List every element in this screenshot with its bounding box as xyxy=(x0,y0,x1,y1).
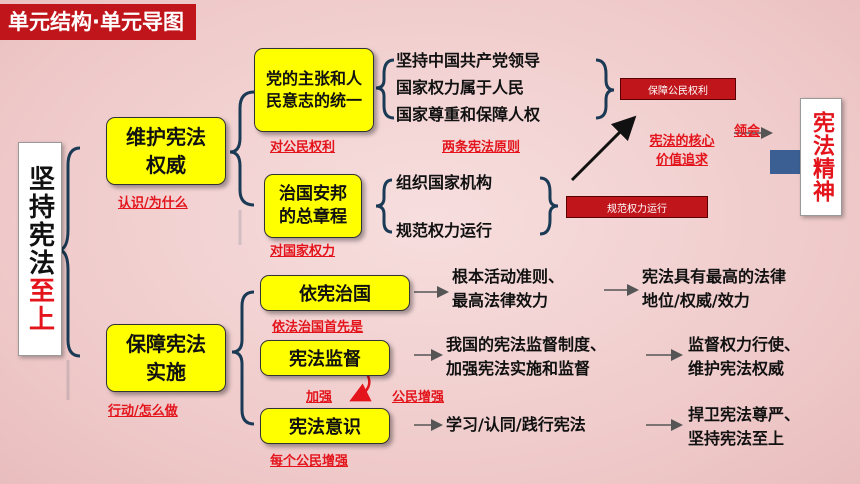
branch1-note: 认识/为什么 xyxy=(118,196,188,211)
tag-regulate-power: 规范权力运行 xyxy=(566,196,708,218)
row2-end-line1: 监督权力行使、 xyxy=(688,335,801,354)
principles-brace xyxy=(375,58,395,120)
node-general-charter: 治国安邦的总章程 xyxy=(264,174,362,238)
supervision-note-right: 公民增强 xyxy=(392,390,445,405)
core-value-arrow xyxy=(570,115,637,182)
row3-end-line2: 坚持宪法至上 xyxy=(688,429,785,448)
root-text-highlight: 至上 xyxy=(24,277,55,333)
core-value-note: 宪法的核心价值追求 xyxy=(649,134,715,168)
constitutional-spirit: 宪法精神 xyxy=(800,98,842,216)
principle-1: 坚持中国共产党领导 xyxy=(396,51,541,70)
comprehend-label: 领会 xyxy=(734,124,761,139)
powers-right-brace xyxy=(539,176,559,236)
power-organize: 组织国家机构 xyxy=(396,173,493,192)
power-regulate: 规范权力运行 xyxy=(396,221,493,240)
row2-mid-line1: 我国的宪法监督制度、 xyxy=(446,335,607,354)
row3-end-line1: 捍卫宪法尊严、 xyxy=(688,405,801,424)
root-text-main: 坚持宪法 xyxy=(24,165,55,277)
awareness-note: 每个公民增强 xyxy=(270,454,349,469)
rule-by-const-note: 依法治国首先是 xyxy=(272,320,364,335)
row1-mid-line2: 最高法律效力 xyxy=(452,291,549,310)
slide-title: 单元结构·单元导图 xyxy=(0,4,196,40)
row2-end-line2: 维护宪法权威 xyxy=(688,359,785,378)
root-node: 坚持宪法 至上 xyxy=(18,142,62,356)
principle-3: 国家尊重和保障人权 xyxy=(396,105,541,124)
principle-2: 国家权力属于人民 xyxy=(396,78,525,97)
node-constitutional-awareness: 宪法意识 xyxy=(260,408,390,444)
branch1-brace xyxy=(229,90,255,207)
row2-mid-line2: 加强宪法实施和监督 xyxy=(446,359,591,378)
node-party-note: 对公民权利 xyxy=(270,140,336,155)
row1-end-line2: 地位/权威/效力 xyxy=(642,291,750,310)
node-govern-note: 对国家权力 xyxy=(270,244,336,259)
principles-right-brace xyxy=(595,58,615,120)
branch2-brace xyxy=(231,290,255,426)
principles-note: 两条宪法原则 xyxy=(442,140,521,155)
branch-maintain-authority: 维护宪法权威 xyxy=(106,117,226,185)
supervision-note-left: 加强 xyxy=(306,390,333,405)
row3-mid-line1: 学习/认同/践行宪法 xyxy=(446,415,586,434)
node-party-will: 党的主张和人民意志的统一 xyxy=(254,48,374,132)
row1-end-line1: 宪法具有最高的法律 xyxy=(642,267,787,286)
tag-protect-rights: 保障公民权利 xyxy=(620,78,736,100)
row1-mid-line1: 根本活动准则、 xyxy=(452,267,565,286)
branch2-note: 行动/怎么做 xyxy=(108,404,178,419)
node-constitutional-supervision: 宪法监督 xyxy=(260,340,390,376)
branch-guarantee-implementation: 保障宪法实施 xyxy=(106,324,226,392)
node-rule-by-constitution: 依宪治国 xyxy=(260,275,410,311)
powers-brace xyxy=(375,178,393,234)
